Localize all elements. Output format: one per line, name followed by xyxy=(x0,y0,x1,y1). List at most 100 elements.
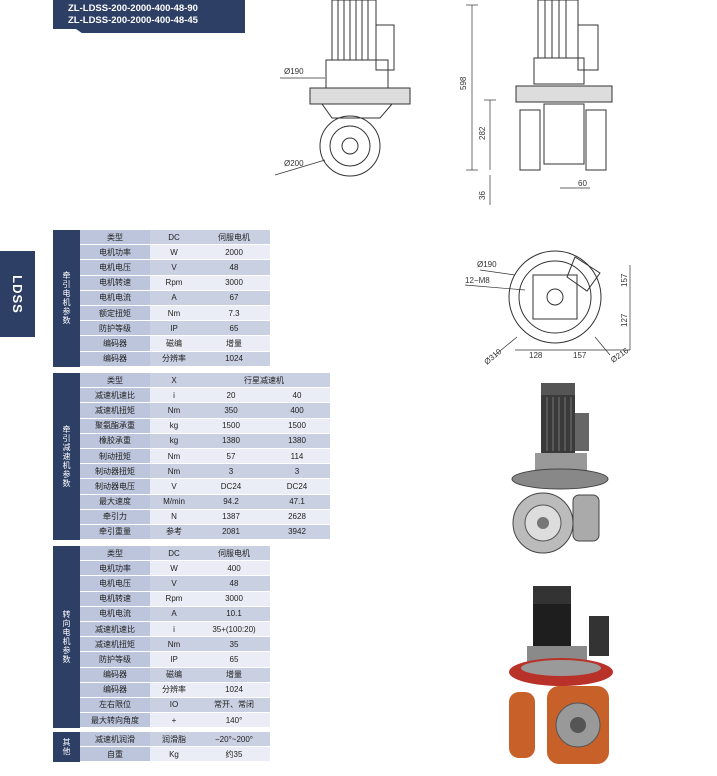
table-cell: 20 xyxy=(198,387,264,404)
table-cell: 常开、常闭 xyxy=(198,697,270,714)
table-cell: Rpm xyxy=(150,275,198,291)
table-cell: Nm xyxy=(150,463,198,480)
table-cell: 65 xyxy=(198,651,270,668)
table-cell: X xyxy=(150,373,198,389)
table-cell: 橡胶承重 xyxy=(80,433,150,449)
table-cell: 400 xyxy=(198,560,270,577)
table-cell: 类型 xyxy=(80,373,150,389)
dim-plan-128: 128 xyxy=(529,351,543,360)
table-row: 减速机润滑润滑脂−20°~200° xyxy=(80,732,270,748)
table-cell: 1500 xyxy=(198,418,264,434)
table-cell: 减速机速比 xyxy=(80,621,150,638)
table-cell: A xyxy=(150,290,198,306)
table-cell: 1380 xyxy=(198,433,264,449)
table-cell: kg xyxy=(150,433,198,449)
dim-plan-d310: Ø310 xyxy=(483,347,504,367)
table-cell: 48 xyxy=(198,575,270,592)
table-cell: 左右限位 xyxy=(80,697,150,714)
table-cell: 电机电流 xyxy=(80,606,150,622)
table-cell: N xyxy=(150,509,198,525)
dim-side-598: 598 xyxy=(459,76,468,90)
dim-plan-d190: Ø190 xyxy=(477,260,497,269)
table-cell: 防护等级 xyxy=(80,320,150,337)
table-cell: 电机转速 xyxy=(80,591,150,607)
table-cell: Nm xyxy=(150,448,198,465)
dim-side-60: 60 xyxy=(578,179,587,188)
table-cell: 1380 xyxy=(264,433,330,449)
table-row: 编码器磁编增量 xyxy=(80,667,270,683)
dim-plan-127: 127 xyxy=(620,313,629,327)
table-cell: 编码器 xyxy=(80,351,150,367)
drive-unit-render-color xyxy=(505,580,617,770)
table-cell: 2000 xyxy=(198,244,270,261)
table-cell: 40 xyxy=(264,387,330,404)
table-cell: 减速机速比 xyxy=(80,387,150,404)
table-cell: IO xyxy=(150,697,198,714)
series-side-tab-label: LDSS xyxy=(10,274,26,314)
table-cell: 类型 xyxy=(80,546,150,562)
table-cell: 电机电压 xyxy=(80,575,150,592)
table-row: 最大转向角度+140° xyxy=(80,712,270,729)
dim-plan-12m8: 12−M8 xyxy=(465,276,490,285)
table-cell: 参考 xyxy=(150,524,198,541)
table-cell: W xyxy=(150,560,198,577)
table-cell: kg xyxy=(150,418,198,434)
table-cell: V xyxy=(150,575,198,592)
table-cell: 类型 xyxy=(80,230,150,246)
dim-side-282: 282 xyxy=(478,126,487,140)
table-cell: 分辨率 xyxy=(150,351,198,367)
plan-view-drawing: Ø190 12−M8 157 127 128 157 Ø310 Ø216 xyxy=(455,245,645,370)
side-view-drawing: 598 282 36 60 xyxy=(450,0,620,205)
model-banner: ZL-LDSS-200-2000-400-48-90 ZL-LDSS-200-2… xyxy=(53,0,245,33)
table-cell: 润滑脂 xyxy=(150,732,198,748)
model-line-2: ZL-LDSS-200-2000-400-48-45 xyxy=(68,15,198,26)
table-cell: DC xyxy=(150,230,198,246)
dim-plan-157: 157 xyxy=(620,273,629,287)
table-cell: 3 xyxy=(264,463,330,480)
dim-side-36: 36 xyxy=(478,191,487,200)
table-cell: 聚氨酯承重 xyxy=(80,418,150,434)
table-cell: 电机功率 xyxy=(80,244,150,261)
table-cell: A xyxy=(150,606,198,622)
front-view-drawing: Ø190 Ø200 xyxy=(270,0,420,190)
dim-plan-157b: 157 xyxy=(573,351,587,360)
table-cell: IP xyxy=(150,651,198,668)
steering-motor-label: 转向电机参数 xyxy=(53,546,80,729)
model-line-1: ZL-LDSS-200-2000-400-48-90 xyxy=(68,3,198,14)
table-cell: 65 xyxy=(198,320,270,337)
table-cell: M/min xyxy=(150,494,198,510)
table-cell: 额定扭矩 xyxy=(80,305,150,322)
table-cell: 磁编 xyxy=(150,667,198,683)
table-cell: 编码器 xyxy=(80,682,150,698)
table-cell: 350 xyxy=(198,402,264,419)
table-cell: 伺服电机 xyxy=(198,230,270,246)
table-cell: 47.1 xyxy=(264,494,330,510)
table-cell: Kg xyxy=(150,746,198,763)
table-cell: 电机电流 xyxy=(80,290,150,306)
other-label: 其他 xyxy=(53,732,80,763)
table-cell: 2628 xyxy=(264,509,330,525)
table-cell: 140° xyxy=(198,712,270,729)
